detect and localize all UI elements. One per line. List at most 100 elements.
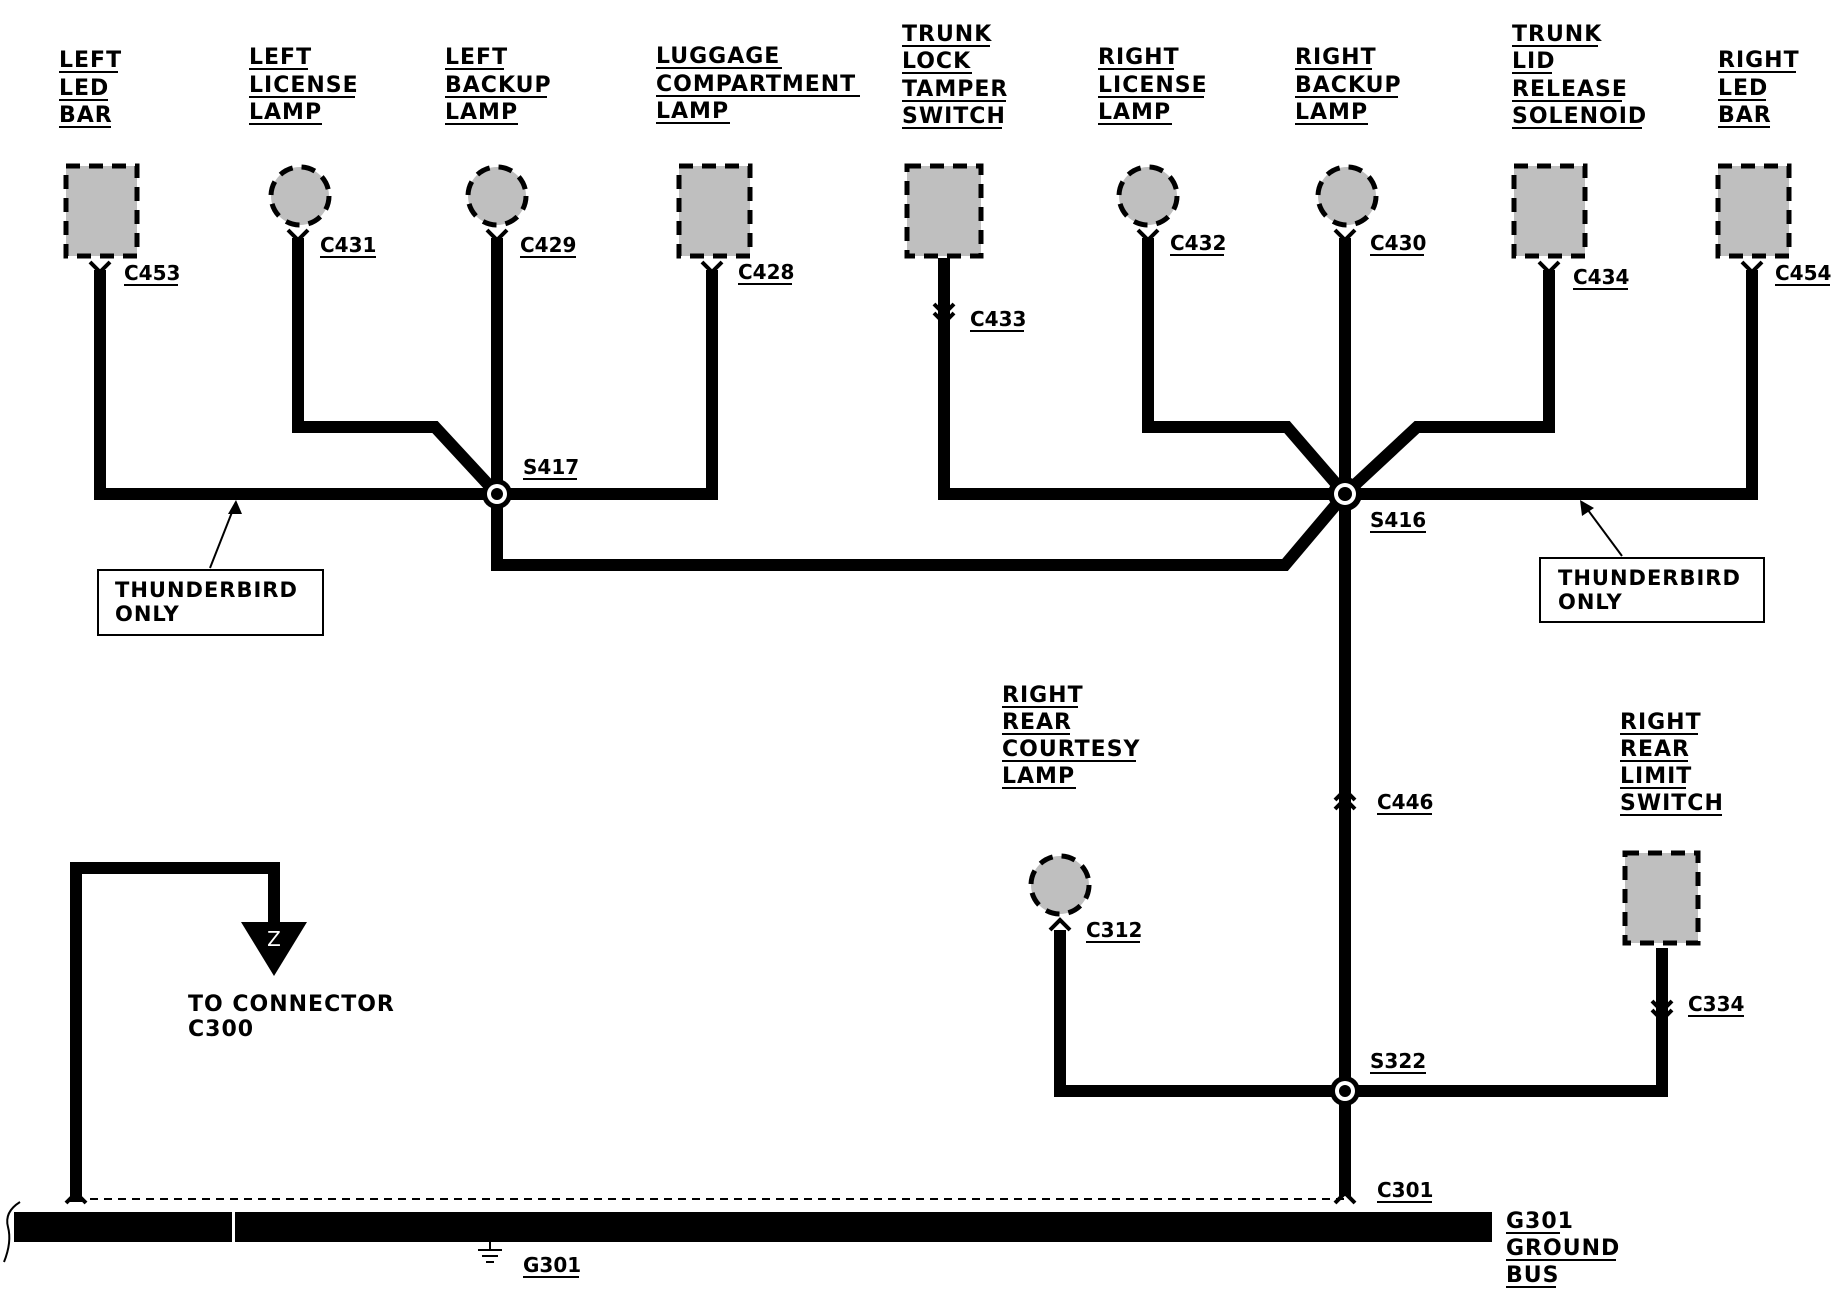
- offpage-label-line2: C300: [188, 1017, 254, 1042]
- svg-text:ONLY: ONLY: [1558, 590, 1623, 614]
- svg-text:LAMP: LAMP: [1098, 100, 1171, 125]
- label-right-backup-lamp: RIGHT BACKUP LAMP: [1295, 45, 1402, 125]
- svg-text:REAR: REAR: [1002, 710, 1072, 735]
- connector-label-c428: C428: [738, 260, 794, 284]
- connector-label-c434: C434: [1573, 265, 1629, 289]
- note-thunderbird-right: THUNDERBIRD ONLY: [1539, 500, 1765, 623]
- wire-to-connector-c300: [70, 862, 280, 1202]
- splices: [482, 477, 1362, 1106]
- svg-text:SWITCH: SWITCH: [1620, 791, 1724, 816]
- wire-trunk-lid-release-solenoid: [1340, 270, 1555, 499]
- ground-bus-label: G301 GROUND BUS: [1506, 1209, 1619, 1288]
- trunk-lock-tamper-switch-symbol: [904, 163, 984, 259]
- svg-text:RIGHT: RIGHT: [1295, 45, 1377, 70]
- c431-mark: [286, 228, 310, 243]
- c453-mark: [88, 260, 112, 275]
- svg-text:LIMIT: LIMIT: [1620, 764, 1692, 789]
- c430-mark: [1333, 228, 1357, 243]
- connector-labels: C453 C431 C429 C428 C433 C432 C430 C434 …: [124, 231, 1831, 1203]
- svg-text:REAR: REAR: [1620, 737, 1690, 762]
- svg-text:LID: LID: [1512, 49, 1555, 74]
- svg-text:LAMP: LAMP: [445, 100, 518, 125]
- connector-label-c334: C334: [1688, 992, 1744, 1016]
- svg-text:RIGHT: RIGHT: [1620, 710, 1702, 735]
- c433-mark: [932, 302, 956, 317]
- svg-text:BAR: BAR: [59, 103, 113, 128]
- wire-right-license-lamp: [1142, 238, 1350, 498]
- label-left-backup-lamp: LEFT BACKUP LAMP: [445, 45, 552, 125]
- label-trunk-lid-release-solenoid: TRUNK LID RELEASE SOLENOID: [1512, 22, 1647, 129]
- c454-mark: [1740, 260, 1764, 275]
- left-license-lamp-symbol: [268, 164, 332, 228]
- label-left-led-bar: LEFT LED BAR: [59, 48, 122, 128]
- right-license-lamp-symbol: [1116, 164, 1180, 228]
- trunk-lid-release-solenoid-symbol: [1511, 163, 1588, 259]
- svg-text:TAMPER: TAMPER: [902, 77, 1008, 102]
- label-right-led-bar: RIGHT LED BAR: [1718, 48, 1800, 128]
- right-backup-lamp-symbol: [1315, 164, 1379, 228]
- connector-label-c432: C432: [1170, 231, 1226, 255]
- splice-s417: [482, 479, 512, 509]
- label-right-rear-limit-switch: RIGHT REAR LIMIT SWITCH: [1620, 710, 1724, 816]
- ground-bus-label-line3: BUS: [1506, 1263, 1559, 1288]
- right-rear-courtesy-lamp-symbol: [1028, 853, 1092, 917]
- svg-text:LAMP: LAMP: [1295, 100, 1368, 125]
- svg-text:RIGHT: RIGHT: [1002, 683, 1084, 708]
- svg-text:TRUNK: TRUNK: [1512, 22, 1602, 47]
- c428-mark: [700, 260, 724, 275]
- wire-right-led-bar: [1345, 270, 1758, 500]
- note-thunderbird-left: THUNDERBIRD ONLY: [97, 500, 324, 636]
- component-symbols: [63, 163, 1792, 946]
- svg-text:THUNDERBIRD: THUNDERBIRD: [1558, 566, 1741, 590]
- wire-right-rear-limit-switch: [1345, 948, 1668, 1097]
- svg-text:BACKUP: BACKUP: [1295, 73, 1402, 98]
- svg-text:LEFT: LEFT: [59, 48, 122, 73]
- label-luggage-compartment-lamp: LUGGAGE COMPARTMENT LAMP: [656, 44, 860, 124]
- wire-left-license-lamp: [292, 238, 502, 499]
- splice-label-s416: S416: [1370, 508, 1426, 532]
- c429-mark: [485, 228, 509, 243]
- ground-bus: G301 G301 GROUND BUS: [3, 1201, 1619, 1288]
- ground-point-label: G301: [523, 1253, 581, 1277]
- connector-label-c453: C453: [124, 261, 180, 285]
- svg-text:RELEASE: RELEASE: [1512, 77, 1628, 102]
- component-labels: LEFT LED BAR LEFT LICENSE LAMP LEFT BACK…: [59, 22, 1800, 816]
- c432-mark: [1136, 228, 1160, 243]
- c446-mark: [1333, 787, 1357, 802]
- luggage-compartment-lamp-symbol: [676, 163, 753, 259]
- ground-bus-break-symbol: [3, 1201, 21, 1263]
- label-trunk-lock-tamper-switch: TRUNK LOCK TAMPER SWITCH: [902, 22, 1008, 129]
- ground-bus-bar: [14, 1212, 1492, 1242]
- wire-right-rear-courtesy-lamp: [1054, 930, 1345, 1097]
- connector-label-c431: C431: [320, 233, 376, 257]
- splice-labels: S417 S416 S322: [523, 455, 1426, 1074]
- svg-text:BACKUP: BACKUP: [445, 73, 552, 98]
- connector-marks: [64, 228, 1764, 1205]
- svg-text:LOCK: LOCK: [902, 49, 971, 74]
- svg-text:RIGHT: RIGHT: [1718, 48, 1800, 73]
- wire-luggage-compartment-lamp: [497, 270, 718, 500]
- c334-mark: [1650, 999, 1674, 1014]
- svg-text:LAMP: LAMP: [249, 100, 322, 125]
- wire-s417-to-s416: [491, 490, 1350, 571]
- ground-bus-break: [232, 1212, 235, 1242]
- svg-text:LAMP: LAMP: [656, 99, 729, 124]
- svg-text:LEFT: LEFT: [249, 45, 312, 70]
- svg-text:SWITCH: SWITCH: [902, 104, 1006, 129]
- svg-text:SOLENOID: SOLENOID: [1512, 104, 1647, 129]
- svg-text:LICENSE: LICENSE: [1098, 73, 1208, 98]
- offpage-marker: Z: [267, 927, 281, 951]
- c434-mark: [1537, 260, 1561, 275]
- offpage-label-line1: TO CONNECTOR: [188, 992, 395, 1017]
- svg-text:COURTESY: COURTESY: [1002, 737, 1141, 762]
- offpage-connector-z: Z TO CONNECTOR C300: [188, 922, 395, 1042]
- connector-label-c430: C430: [1370, 231, 1426, 255]
- connector-label-c312: C312: [1086, 918, 1142, 942]
- c312-mark: [1048, 917, 1072, 932]
- c300-ground-mark: [64, 1190, 88, 1205]
- ground-symbol-icon: [478, 1242, 502, 1263]
- left-led-bar-symbol: [63, 163, 140, 259]
- connector-label-c454: C454: [1775, 261, 1831, 285]
